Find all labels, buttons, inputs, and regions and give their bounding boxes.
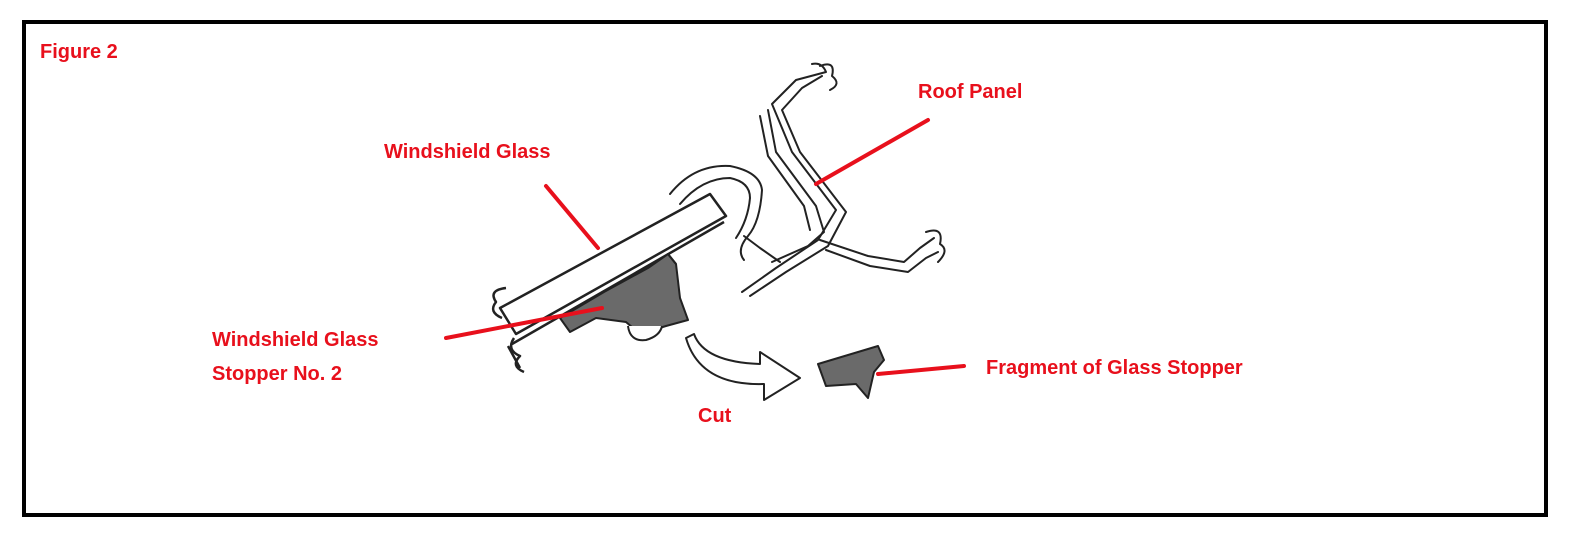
- leader-stopper: [444, 306, 604, 340]
- glass-stopper-drawing: [559, 253, 689, 342]
- stopper-fragment-drawing: [817, 345, 885, 399]
- label-stopper-line2: Stopper No. 2: [212, 363, 342, 385]
- leader-windshield-glass: [544, 184, 600, 250]
- label-cut: Cut: [698, 405, 732, 427]
- label-stopper-line1: Windshield Glass: [212, 329, 379, 351]
- leader-roof-panel: [814, 118, 930, 186]
- diagram-labels: Figure 2 Roof Panel Windshield Glass Win…: [40, 41, 1243, 427]
- label-roof-panel: Roof Panel: [918, 81, 1022, 103]
- roof-panel-drawing: [669, 62, 946, 297]
- cut-arrow-icon: [685, 333, 801, 401]
- figure-frame: [22, 20, 1548, 517]
- label-windshield-glass: Windshield Glass: [384, 141, 551, 163]
- figure-title: Figure 2: [40, 41, 118, 63]
- label-fragment: Fragment of Glass Stopper: [986, 357, 1243, 379]
- leader-lines: [444, 118, 966, 376]
- leader-fragment: [876, 364, 966, 376]
